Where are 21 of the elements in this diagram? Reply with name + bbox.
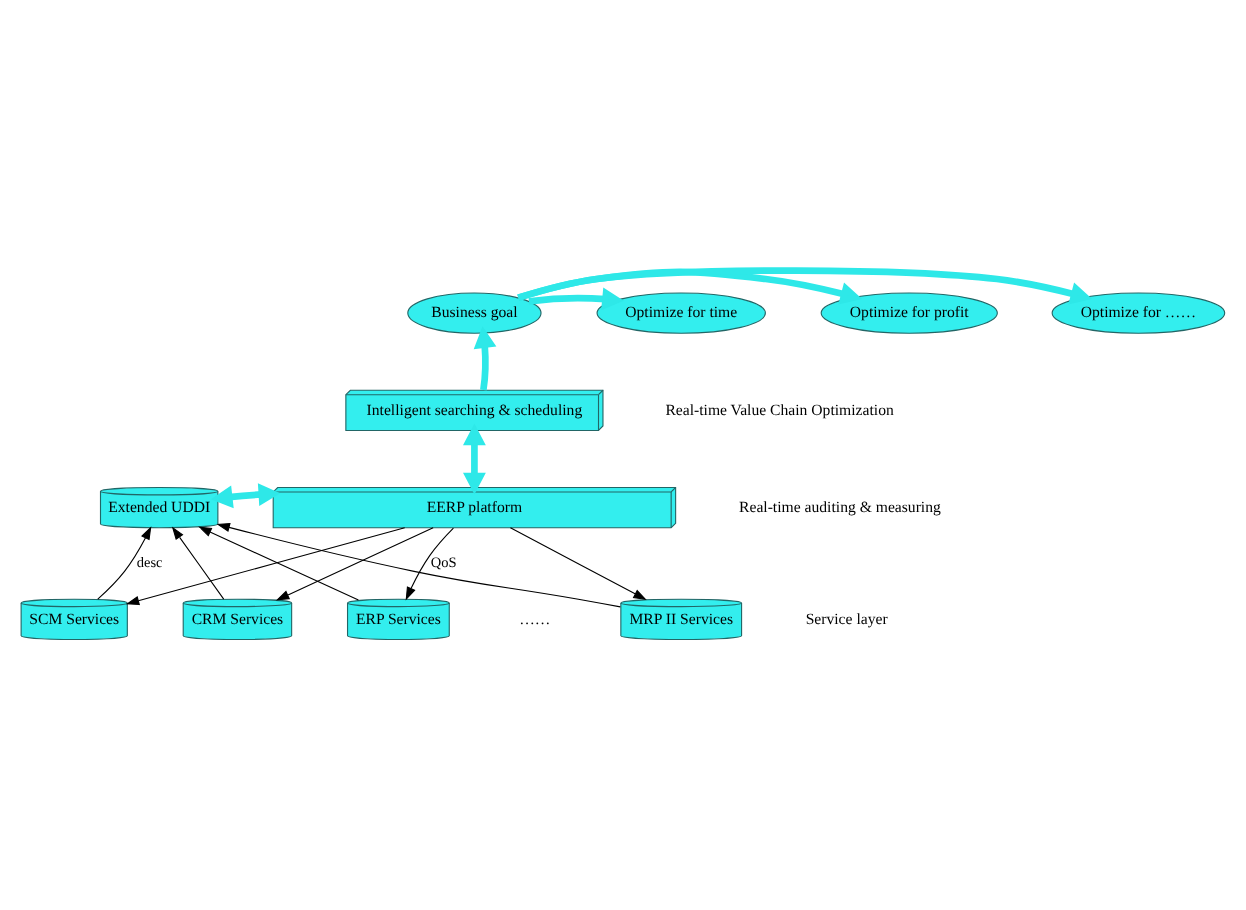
arrow [125,527,406,606]
arrow [528,287,624,311]
arrow [473,326,497,391]
node-ellipse: Business goal [407,292,542,334]
label: Real-time Value Chain Optimization [665,400,894,419]
node-ellipse: Optimize for profit [820,292,998,334]
arrow [171,526,225,600]
arrow [198,526,359,601]
label: Real-time auditing & measuring [739,497,941,516]
label: …… [519,609,551,628]
node-ellipse: Optimize for …… [1051,292,1226,334]
arrow [509,527,647,601]
arrow [97,526,152,600]
arrow [210,483,281,509]
label: Service layer [805,609,888,628]
arrow [275,527,434,601]
node-ellipse: Optimize for time [596,292,766,334]
arrow [216,522,621,608]
arrow [405,527,454,601]
arrow [517,267,1093,305]
arrow [463,423,486,495]
